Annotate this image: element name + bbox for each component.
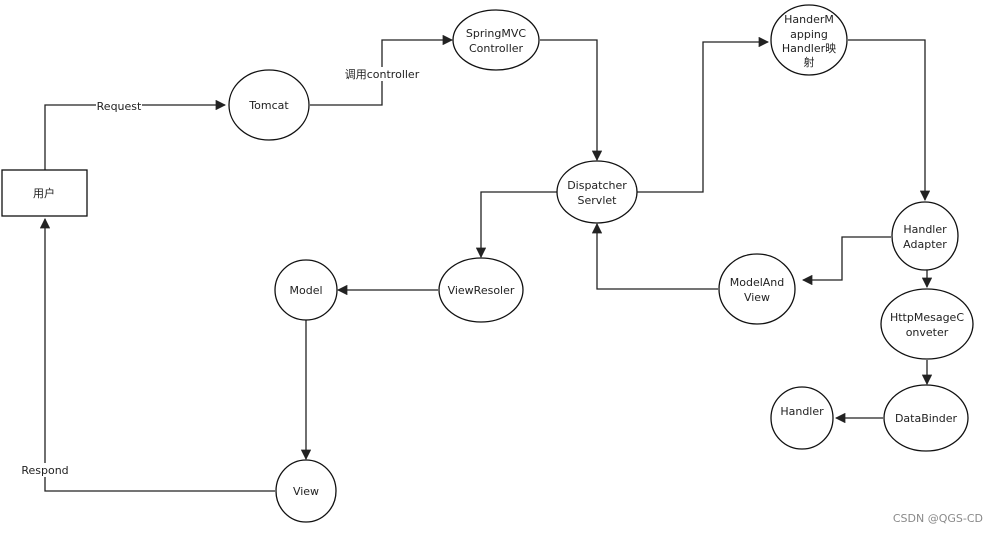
- node-tomcat-label: Tomcat: [248, 99, 289, 112]
- edge-label-call-controller: 调用controller: [343, 67, 421, 81]
- node-user: 用户: [1, 169, 88, 217]
- svg-text:onveter: onveter: [906, 326, 949, 339]
- node-tomcat: Tomcat: [228, 69, 310, 141]
- node-model-and-view: ModelAnd View: [718, 253, 796, 325]
- node-springmvc-controller: SpringMVC Controller: [452, 9, 540, 71]
- edge-label-respond: Respond: [20, 463, 70, 477]
- svg-text:Handler: Handler: [780, 405, 824, 418]
- edge-view-to-user: [39, 217, 275, 492]
- svg-text:HttpMesageC: HttpMesageC: [890, 311, 964, 324]
- edge-modelandview-to-dispatcher: [591, 222, 718, 290]
- svg-text:Servlet: Servlet: [578, 194, 618, 207]
- edge-dispatcher-to-viewresolver: [475, 191, 558, 259]
- svg-text:Respond: Respond: [21, 464, 68, 477]
- svg-text:View: View: [744, 291, 770, 304]
- svg-text:Handler映: Handler映: [782, 42, 836, 55]
- node-databinder: DataBinder: [883, 384, 969, 452]
- svg-text:Dispatcher: Dispatcher: [567, 179, 627, 192]
- svg-text:Adapter: Adapter: [903, 238, 947, 251]
- svg-text:Controller: Controller: [469, 42, 524, 55]
- node-handler: Handler: [770, 386, 834, 450]
- edge-dispatcher-to-handlermapping: [636, 36, 770, 193]
- svg-text:射: 射: [804, 55, 815, 69]
- svg-text:ModelAnd: ModelAnd: [730, 276, 785, 289]
- edge-handleradapter-to-modelandview: [801, 236, 891, 286]
- svg-text:HanderM: HanderM: [784, 13, 834, 26]
- svg-text:SpringMVC: SpringMVC: [466, 27, 527, 40]
- svg-text:ViewResoler: ViewResoler: [448, 284, 515, 297]
- svg-text:Request: Request: [97, 100, 142, 113]
- node-user-label: 用户: [33, 186, 55, 200]
- svg-text:Handler: Handler: [903, 223, 947, 236]
- node-model: Model: [274, 259, 338, 321]
- edge-label-request: Request: [96, 99, 142, 113]
- node-handler-mapping: HanderM apping Handler映 射: [770, 4, 848, 76]
- svg-text:Model: Model: [289, 284, 322, 297]
- node-view: View: [275, 459, 337, 523]
- node-dispatcher-servlet: Dispatcher Servlet: [556, 160, 638, 224]
- svg-text:DataBinder: DataBinder: [895, 412, 958, 425]
- node-handler-adapter: Handler Adapter: [891, 201, 959, 271]
- edge-springmvc-to-dispatcher: [540, 39, 603, 162]
- watermark-text: CSDN @QGS-CD: [893, 512, 983, 525]
- node-http-message-converter: HttpMesageC onveter: [880, 288, 974, 360]
- edge-handlermapping-to-handleradapter: [848, 39, 931, 202]
- svg-text:调用controller: 调用controller: [345, 68, 420, 81]
- edge-user-to-tomcat: [44, 99, 227, 170]
- svg-text:View: View: [293, 485, 319, 498]
- node-view-resolver: ViewResoler: [438, 257, 524, 323]
- svg-text:apping: apping: [790, 28, 828, 41]
